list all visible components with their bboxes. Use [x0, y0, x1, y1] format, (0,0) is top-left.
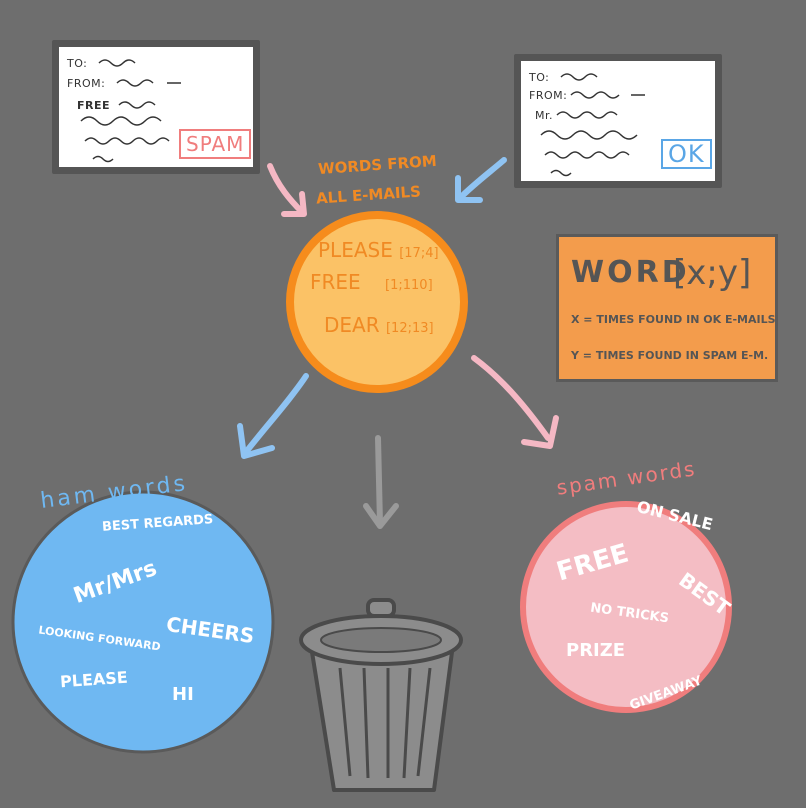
legend-bracket: [x;y]: [673, 253, 752, 293]
email-to-label: TO:: [67, 57, 88, 70]
email-to-label: TO:: [529, 71, 550, 84]
email-from-label: FROM:: [529, 89, 568, 102]
spam-email-card: TO: FROM: FREE SPAM: [52, 40, 260, 174]
email-mr-label: Mr.: [535, 109, 553, 122]
word-counts: [12;13]: [385, 321, 434, 336]
all-words-circle: [286, 211, 468, 393]
ok-stamp: OK: [661, 139, 712, 169]
email-scribbles: [540, 73, 645, 177]
email-scribbles: [80, 59, 181, 163]
ham-word: HI: [172, 684, 194, 705]
email-from-label: FROM:: [67, 77, 106, 90]
word-label: DEAR: [324, 313, 380, 337]
arrow-center-to-trash: [363, 435, 399, 529]
arrow-center-to-spam: [471, 355, 559, 449]
arrow-center-to-ham: [237, 373, 309, 459]
ok-email-card: TO: FROM: Mr. OK: [514, 54, 722, 188]
word-label: FREE: [310, 270, 361, 294]
word-counts: [17;4]: [399, 246, 439, 261]
legend-title: WORD: [571, 255, 690, 290]
ham-words-circle: [11, 490, 275, 754]
spam-stamp: SPAM: [179, 129, 252, 159]
center-word-free: FREE [1;110]: [310, 270, 433, 294]
spam-word: PRIZE: [566, 640, 626, 661]
arrow-spam-email-to-center: [267, 163, 307, 217]
arrow-ok-email-to-center: [455, 157, 507, 203]
spam-words-circle: [520, 501, 732, 713]
trash-can-icon: [299, 598, 463, 792]
email-free-label: FREE: [77, 99, 111, 112]
legend-x-line: X = TIMES FOUND IN OK E-MAILS: [571, 313, 776, 326]
legend-y-line: Y = TIMES FOUND IN SPAM E-M.: [571, 349, 769, 362]
word-counts: [1;110]: [385, 278, 433, 293]
center-word-dear: DEAR [12;13]: [324, 313, 434, 337]
legend-box: WORD [x;y] X = TIMES FOUND IN OK E-MAILS…: [556, 234, 778, 382]
word-label: PLEASE: [318, 238, 393, 262]
center-word-please: PLEASE [17;4]: [318, 238, 439, 262]
